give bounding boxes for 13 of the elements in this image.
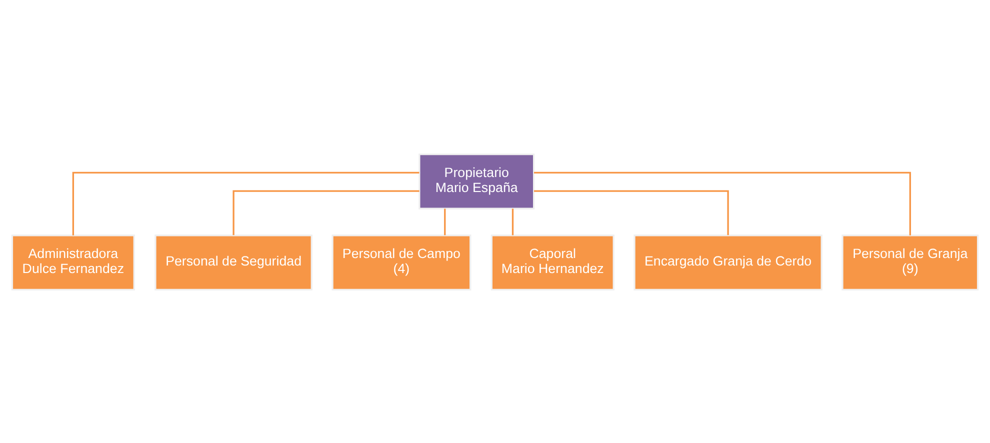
node-box: Propietario Mario España bbox=[418, 153, 535, 209]
connector bbox=[534, 171, 911, 235]
connector bbox=[444, 208, 446, 235]
connector bbox=[534, 190, 729, 235]
connector bbox=[72, 171, 420, 235]
node-box: Personal de Seguridad bbox=[154, 234, 312, 290]
node-box: Personal de Granja (9) bbox=[842, 234, 979, 290]
connector bbox=[512, 208, 514, 235]
node-box: Encargado Granja de Cerdo bbox=[634, 234, 822, 290]
node-box: Caporal Mario Hernandez bbox=[490, 234, 614, 290]
node-box: Administradora Dulce Fernandez bbox=[11, 234, 135, 290]
node-box: Personal de Campo (4) bbox=[332, 234, 472, 290]
connector bbox=[232, 190, 420, 235]
